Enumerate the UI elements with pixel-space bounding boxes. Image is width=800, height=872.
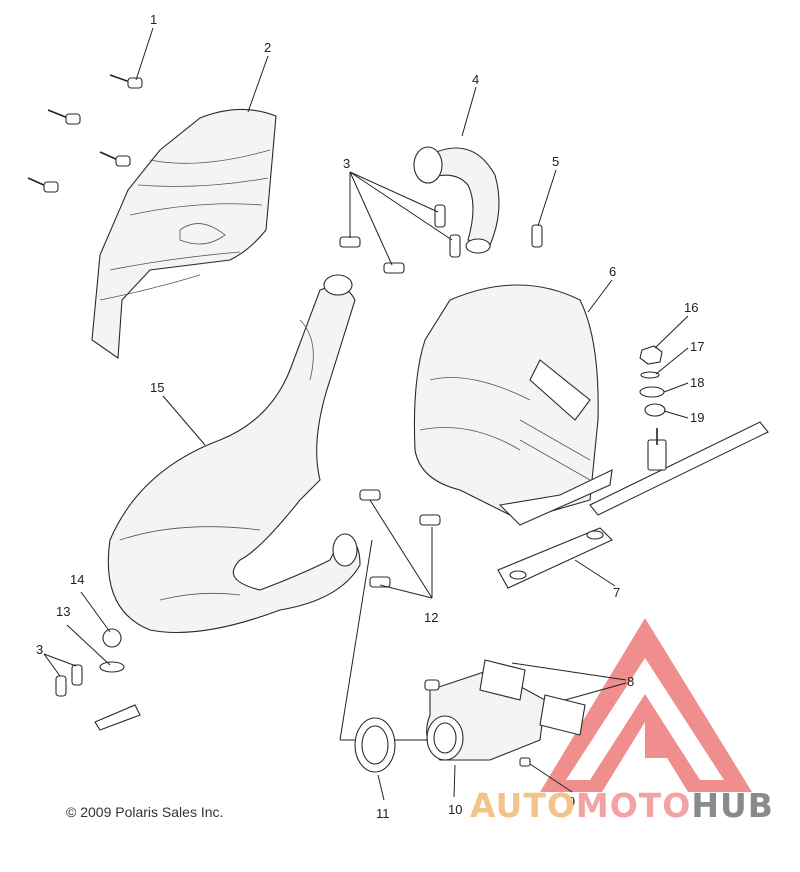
callout-numbers: 1 2 3 4 5 6 7 8 9 10 11 12 13 14 15 16 1… bbox=[36, 12, 704, 821]
callout-7: 7 bbox=[613, 585, 620, 600]
leader-lines bbox=[43, 27, 689, 801]
callout-14: 14 bbox=[70, 572, 84, 587]
callout-15: 15 bbox=[150, 380, 164, 395]
bracket-part bbox=[497, 527, 613, 589]
spring-parts-upper bbox=[339, 204, 461, 274]
watermark-hub: HUB bbox=[691, 786, 774, 825]
watermark-logo bbox=[540, 618, 752, 792]
copyright-text: © 2009 Polaris Sales Inc. bbox=[66, 804, 224, 820]
callout-10: 10 bbox=[448, 802, 462, 817]
spring-part bbox=[531, 224, 543, 248]
seal-ring-part bbox=[354, 717, 396, 773]
callout-19: 19 bbox=[690, 410, 704, 425]
callout-13: 13 bbox=[56, 604, 70, 619]
callout-8: 8 bbox=[627, 674, 634, 689]
spring-parts-lower bbox=[359, 489, 441, 588]
callout-1: 1 bbox=[150, 12, 157, 27]
support-rod-part bbox=[589, 421, 769, 516]
muffler-part bbox=[413, 284, 613, 526]
callout-6: 6 bbox=[609, 264, 616, 279]
manifold-part bbox=[424, 659, 586, 767]
exhaust-elbow-part bbox=[413, 146, 500, 254]
callout-9: 9 bbox=[568, 794, 575, 809]
heat-shield-part bbox=[91, 108, 277, 360]
watermark-moto: MOTO bbox=[575, 786, 692, 825]
callout-17: 17 bbox=[690, 339, 704, 354]
exhaust-pipe-part bbox=[107, 274, 361, 634]
callout-3-lower: 3 bbox=[36, 642, 43, 657]
rivet-parts bbox=[27, 74, 143, 193]
watermark-wordmark: AUTOMOTOHUB bbox=[470, 786, 774, 825]
watermark-auto: AUTO bbox=[470, 786, 576, 825]
callout-4: 4 bbox=[472, 72, 479, 87]
callout-16: 16 bbox=[684, 300, 698, 315]
callout-18: 18 bbox=[690, 375, 704, 390]
callout-3-upper: 3 bbox=[343, 156, 350, 171]
callout-12: 12 bbox=[424, 610, 438, 625]
callout-11: 11 bbox=[376, 806, 390, 821]
callout-2: 2 bbox=[264, 40, 271, 55]
callout-5: 5 bbox=[552, 154, 559, 169]
hardware-stack-parts bbox=[639, 345, 666, 417]
mount-parts-left bbox=[55, 628, 141, 731]
